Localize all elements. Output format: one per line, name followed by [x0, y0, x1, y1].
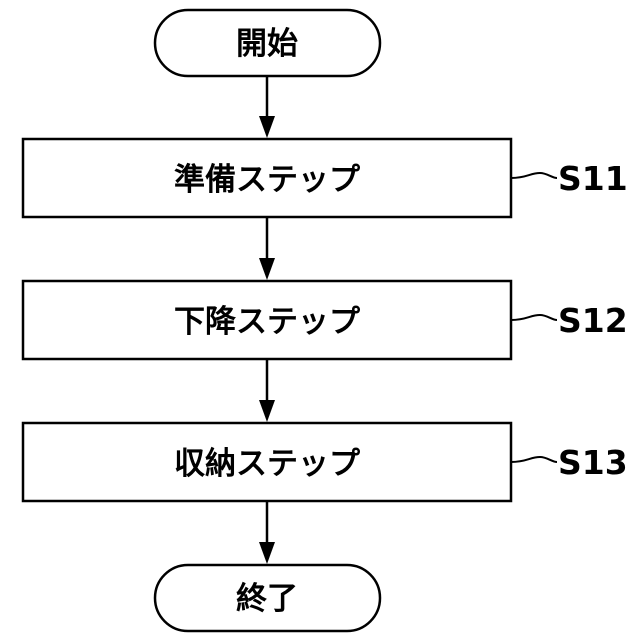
step-1-reference: S11	[511, 159, 628, 198]
process-step-1-label: 準備ステップ	[174, 162, 361, 198]
arrow-step-3-to-end	[259, 501, 275, 564]
end-terminal-label: 終了	[236, 581, 298, 617]
process-step-3: 収納ステップ	[23, 423, 511, 501]
step-3-reference: S13	[511, 443, 628, 482]
start-terminal: 開始	[155, 10, 380, 76]
step-2-leader-line	[511, 315, 557, 320]
arrow-start-to-step-1	[259, 76, 275, 138]
process-step-1: 準備ステップ	[23, 139, 511, 217]
process-step-2: 下降ステップ	[23, 281, 511, 359]
step-1-leader-line	[511, 173, 557, 178]
arrow-step-1-to-step-2	[259, 217, 275, 280]
step-2-reference-label: S12	[558, 301, 628, 340]
process-step-2-label: 下降ステップ	[174, 304, 361, 340]
step-3-reference-label: S13	[558, 443, 628, 482]
step-2-reference: S12	[511, 301, 628, 340]
start-terminal-label: 開始	[236, 26, 298, 62]
end-terminal: 終了	[155, 565, 380, 631]
step-3-leader-line	[511, 457, 557, 462]
process-step-3-label: 収納ステップ	[174, 446, 361, 482]
arrow-step-2-to-step-3	[259, 359, 275, 422]
step-1-reference-label: S11	[558, 159, 628, 198]
